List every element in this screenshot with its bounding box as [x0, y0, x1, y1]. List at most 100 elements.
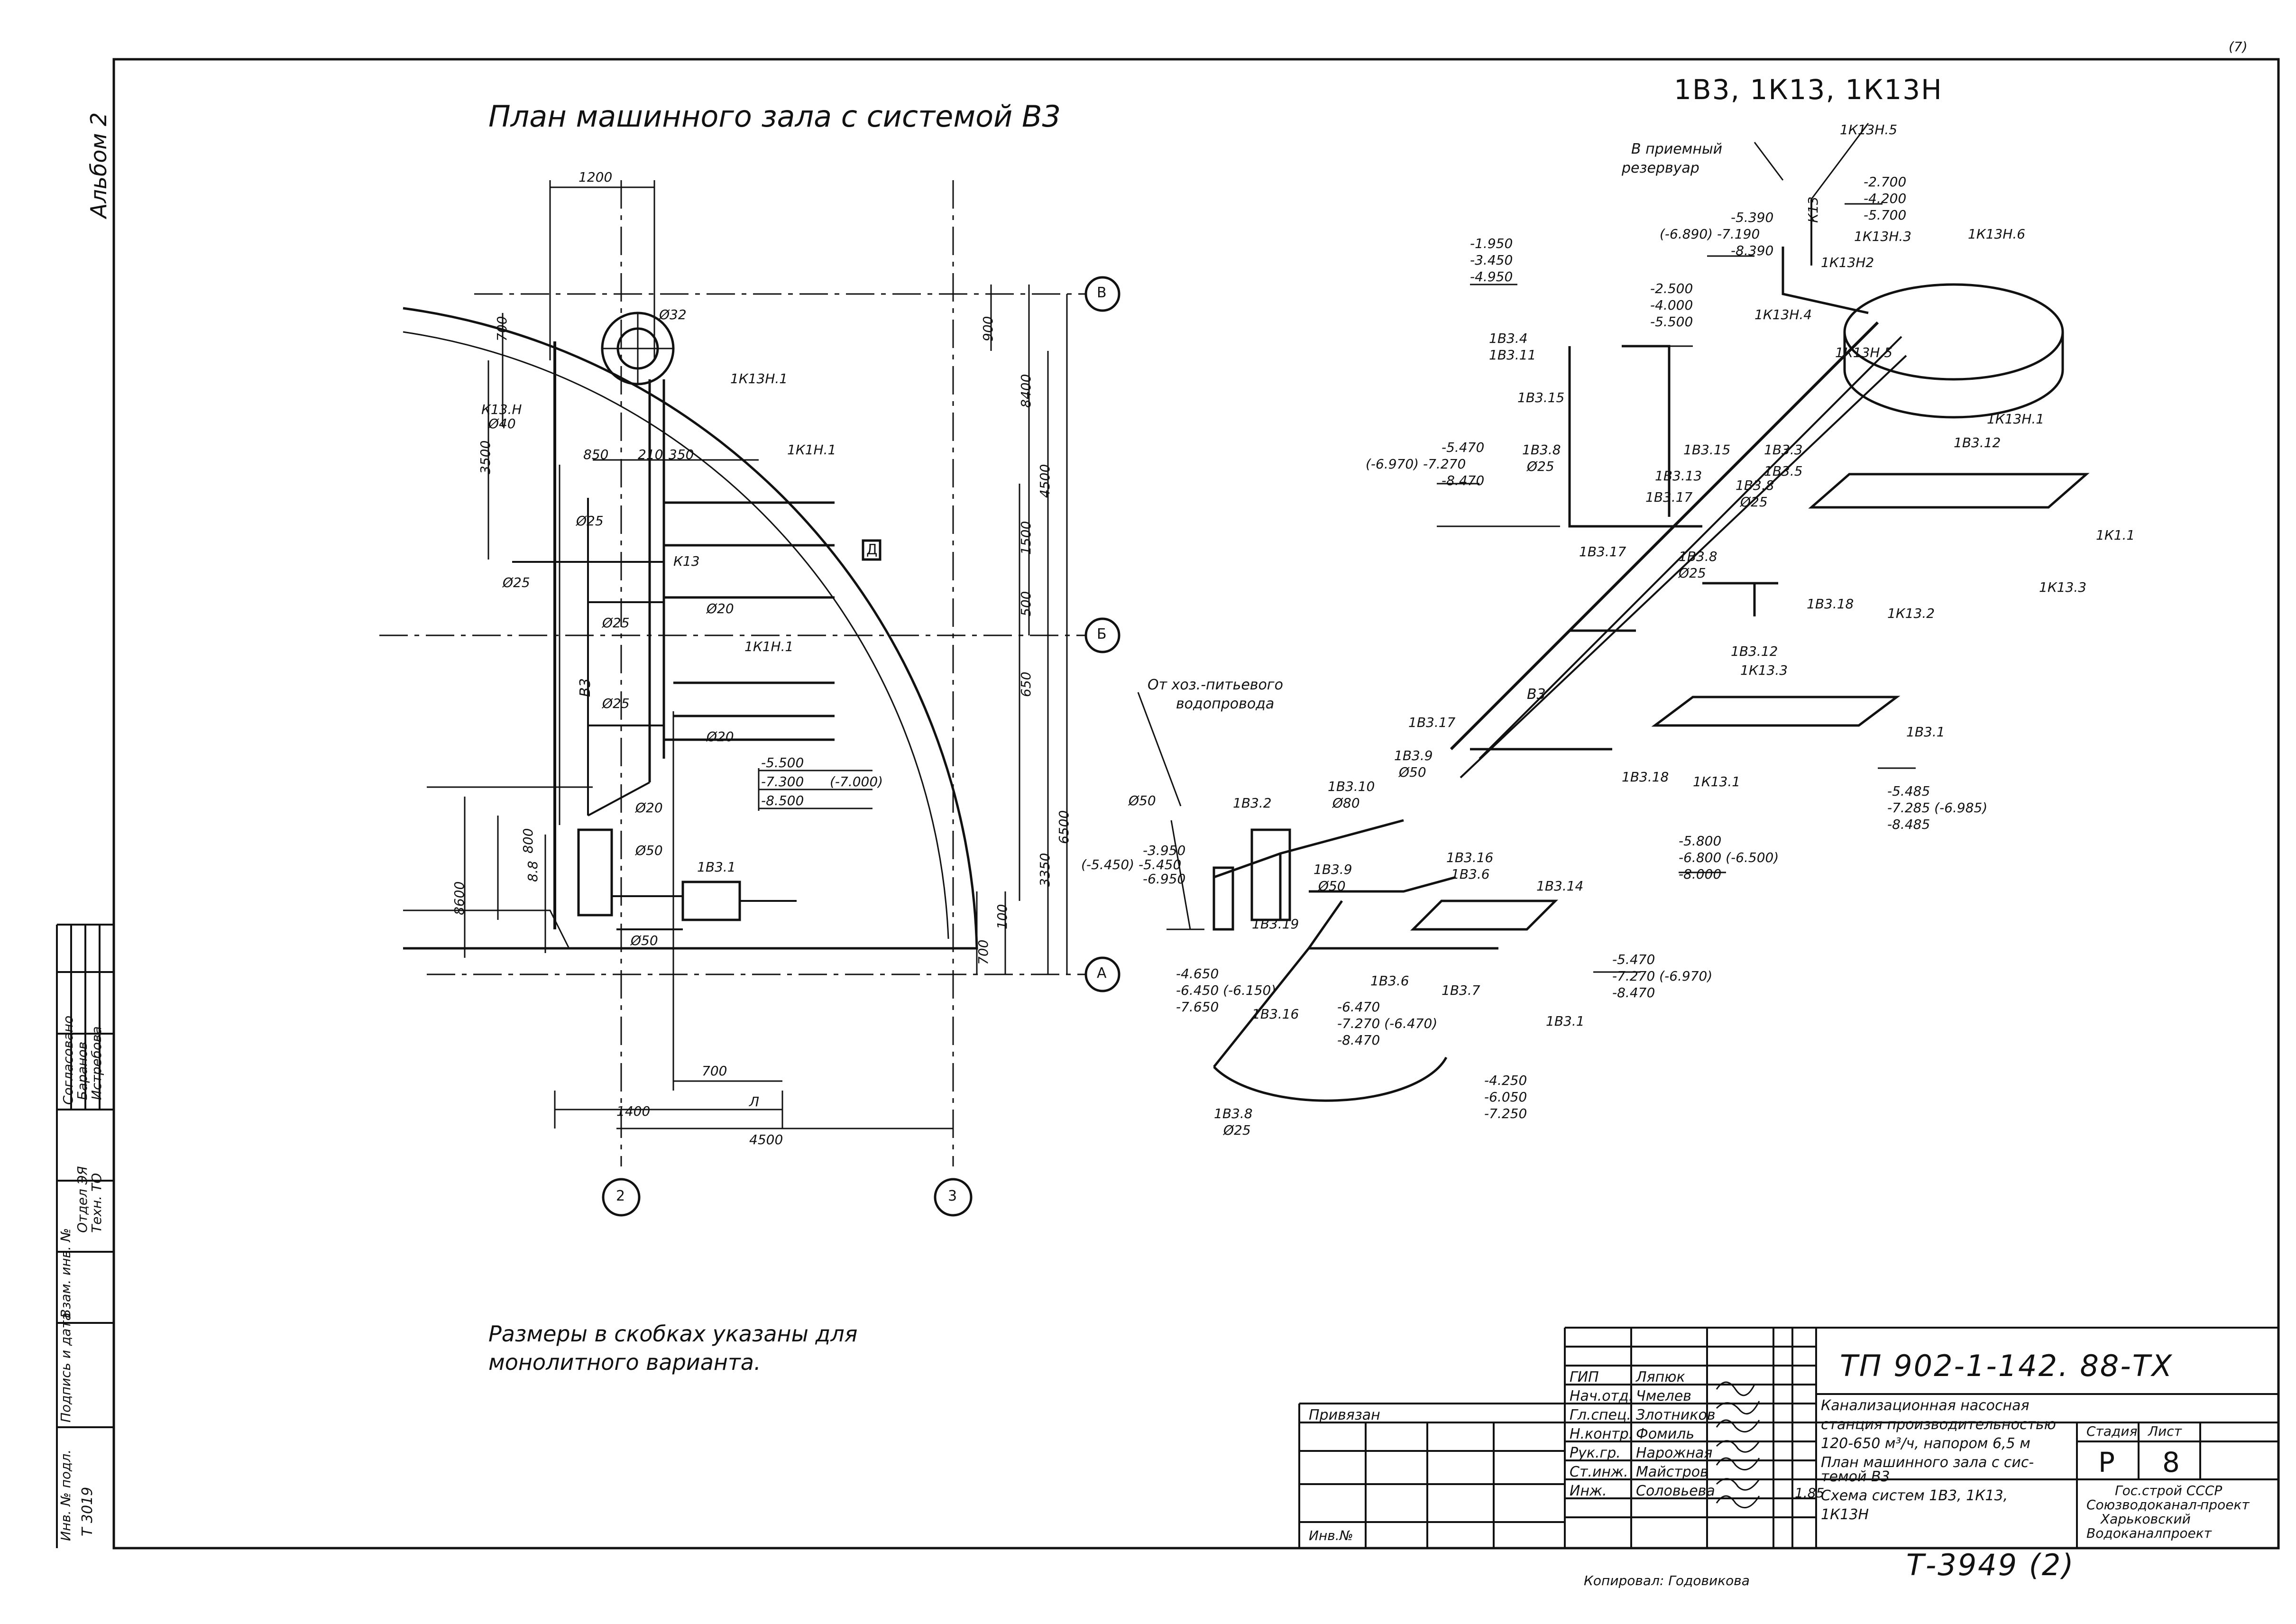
- scheme-label: В приемный: [1631, 141, 1723, 157]
- scheme-label: 1В3.6: [1451, 866, 1490, 882]
- scheme-label: 1В3.17: [1645, 489, 1693, 505]
- project-desc: 120-650 м³/ч, напором 6,5 м: [1821, 1435, 2030, 1452]
- scheme-label: 1К13Н.3: [1854, 229, 1912, 244]
- scheme-level: -8.470: [1612, 985, 1655, 1000]
- role: Н.контр.: [1570, 1426, 1634, 1442]
- dim: 1500: [1018, 521, 1034, 555]
- scheme-level: -6.800 (-6.500): [1679, 850, 1779, 865]
- plan-label: Ø25: [602, 615, 630, 631]
- sheet-number: 8: [2162, 1446, 2181, 1478]
- role: Нач.отд.: [1570, 1388, 1634, 1404]
- scheme-level: -3.450: [1470, 252, 1513, 268]
- dim: 8600: [451, 881, 467, 915]
- scheme-label: 1К13Н.1: [1987, 411, 2045, 427]
- scheme-label: Ø25: [1223, 1122, 1251, 1138]
- scheme-label: От хоз.-питьевого: [1148, 677, 1283, 693]
- scheme-level: -2.500: [1650, 281, 1693, 296]
- scheme-label: 1В3.9: [1313, 862, 1352, 877]
- archive-number: Т-3949 (2): [1906, 1548, 2075, 1582]
- name: Нарожная: [1636, 1445, 1713, 1461]
- scheme-label: 1В3.11: [1489, 347, 1536, 363]
- scheme-level: -6.050: [1484, 1089, 1527, 1105]
- dim: 4500: [749, 1132, 783, 1147]
- dim: 700: [494, 316, 510, 341]
- side-stamp-inv: Т 3019: [79, 1486, 96, 1536]
- side-stamp-sig: Баранов: [74, 1041, 90, 1100]
- scheme-label: 1В3.3: [1764, 442, 1803, 458]
- scheme-level: -5.470: [1612, 952, 1655, 967]
- scheme-label: 1В3.15: [1683, 442, 1731, 458]
- scheme-level: -3.950: [1143, 843, 1186, 858]
- org: Союзводоканал-: [2086, 1497, 2202, 1513]
- plan-label: Ø50: [631, 933, 658, 948]
- axis-label-b: Б: [1097, 626, 1107, 642]
- plan-label: Ø20: [707, 601, 734, 616]
- plan-label: 1К1Н.1: [787, 442, 836, 458]
- note-line-1: Размеры в скобках указаны для: [488, 1321, 858, 1347]
- scheme-label: Ø50: [1399, 764, 1426, 780]
- scheme-level: -5.700: [1864, 207, 1907, 223]
- scheme-level: -5.470: [1442, 440, 1485, 455]
- name: Злотников: [1636, 1407, 1716, 1423]
- dim: 900: [980, 316, 996, 341]
- axis-label-v: В: [1097, 284, 1107, 301]
- scheme-label: 1В3.5: [1764, 463, 1803, 479]
- dim: 6500: [1056, 810, 1072, 844]
- role: Гл.спец.: [1570, 1407, 1631, 1423]
- side-stamp-col: Подпись и дата: [58, 1312, 73, 1422]
- scheme-label: Ø80: [1332, 795, 1360, 811]
- scheme-level: -7.285 (-6.985): [1887, 800, 1988, 816]
- scheme-level: -2.700: [1864, 174, 1907, 190]
- scheme-label: 1В3.18: [1622, 769, 1669, 785]
- scheme-level: -5.800: [1679, 833, 1722, 849]
- scheme-label: 1В3.15: [1517, 390, 1565, 405]
- scheme-label: 1В3.18: [1807, 596, 1854, 612]
- dim: 700: [975, 939, 991, 965]
- dim: 850: [583, 447, 609, 462]
- note-line-2: монолитного варианта.: [488, 1349, 761, 1375]
- role: Инж.: [1570, 1483, 1607, 1499]
- axis-label-2: 2: [616, 1188, 625, 1204]
- scheme-level: -5.500: [1650, 314, 1693, 330]
- scheme-label: 1К13.3: [1740, 662, 1788, 678]
- sheet-desc: 1К13Н: [1821, 1506, 1869, 1523]
- name: Соловьева: [1636, 1483, 1715, 1499]
- plan-label: К13: [673, 553, 700, 569]
- dim: 700: [702, 1063, 727, 1079]
- scheme-label: Ø25: [1740, 494, 1768, 510]
- scheme-label: Ø50: [1318, 878, 1346, 894]
- dim: 3500: [478, 440, 493, 474]
- plan-label: Ø25: [602, 696, 630, 711]
- scheme-level: -1.950: [1470, 236, 1513, 251]
- scheme-level: -6.450 (-6.150): [1176, 982, 1277, 998]
- plan-outer-wall: [403, 307, 978, 950]
- album-label: Альбом 2: [86, 112, 111, 218]
- signature-marks: [1716, 1381, 1760, 1508]
- plan-level: (-7.000): [830, 774, 883, 789]
- plan-label: Ø50: [635, 843, 663, 858]
- side-stamp-title: Согласовано: [60, 1015, 76, 1105]
- dim: 1200: [579, 169, 613, 185]
- plan-label: Ø32: [659, 307, 687, 322]
- plan-level: -8.500: [761, 793, 804, 808]
- scheme-label: 1К13.3: [2039, 579, 2087, 595]
- privyazan-label: Привязан: [1309, 1407, 1380, 1423]
- side-stamp-col: Взам. инв. №: [58, 1228, 73, 1318]
- isometric-scheme: [1137, 123, 2090, 1102]
- side-stamp-grid: [56, 924, 114, 1548]
- plan-label: Ø40: [488, 416, 516, 431]
- plan-label: 1В3.1: [697, 859, 736, 875]
- scheme-label: 1В3.1: [1906, 724, 1945, 740]
- scheme-level: -6.470: [1337, 999, 1380, 1015]
- scheme-level: -7.270 (-6.470): [1337, 1016, 1438, 1031]
- name: Майстров: [1636, 1464, 1708, 1480]
- scheme-level: -5.390: [1731, 210, 1774, 225]
- side-stamp-row: Отдел ЭЯ: [74, 1166, 90, 1233]
- role: ГИП: [1570, 1369, 1599, 1385]
- scheme-label: Ø50: [1129, 793, 1156, 808]
- side-stamp-sig: Истребова: [89, 1026, 104, 1100]
- document-code: ТП 902-1-142. 88-ТХ: [1840, 1349, 2174, 1383]
- scheme-level: -4.650: [1176, 966, 1219, 982]
- scheme-label: 1К13.1: [1693, 774, 1741, 789]
- scheme-label: К13: [1805, 196, 1821, 223]
